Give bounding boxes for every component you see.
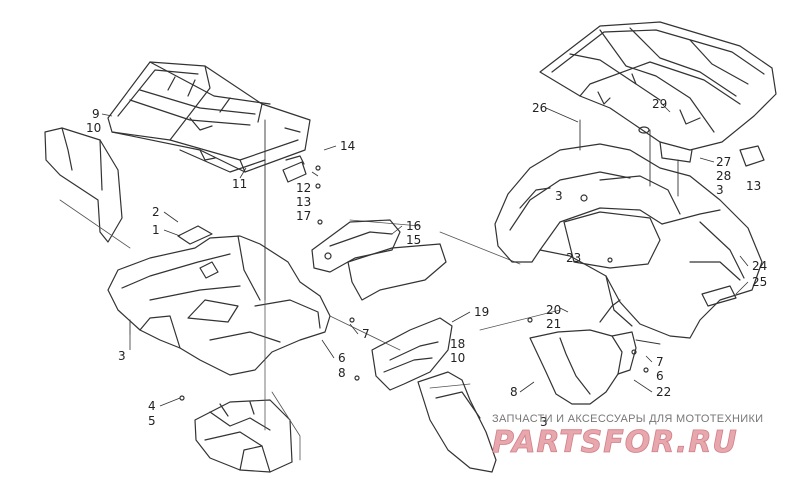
callout-28: 28 bbox=[716, 169, 731, 183]
callout-5: 5 bbox=[148, 414, 156, 428]
left-footwell bbox=[349, 317, 497, 473]
rear-rack bbox=[539, 21, 777, 163]
callout-3: 3 bbox=[118, 349, 126, 363]
callout-6: 6 bbox=[338, 351, 346, 365]
watermark-tagline: ЗАПЧАСТИ И АКСЕССУАРЫ ДЛЯ МОТОТЕХНИКИ bbox=[492, 413, 763, 425]
callout-7b: 7 bbox=[656, 355, 664, 369]
callout-14: 14 bbox=[340, 139, 355, 153]
callout-13b: 13 bbox=[746, 179, 761, 193]
callout-18: 18 bbox=[450, 337, 465, 351]
side-panel bbox=[311, 219, 447, 301]
callout-1: 1 bbox=[152, 223, 160, 237]
front-flap bbox=[44, 127, 123, 243]
callout-8b: 8 bbox=[510, 385, 518, 399]
front-bumper bbox=[179, 395, 293, 473]
callout-7: 7 bbox=[362, 327, 370, 341]
callout-29: 29 bbox=[652, 97, 667, 111]
watermark-brand: PARTSFOR.RU bbox=[492, 425, 738, 460]
callout-24: 24 bbox=[752, 259, 767, 273]
callout-26: 26 bbox=[532, 101, 547, 115]
callout-27: 27 bbox=[716, 155, 731, 169]
callout-4: 4 bbox=[148, 399, 156, 413]
washer bbox=[638, 126, 650, 134]
callout-10b: 10 bbox=[450, 351, 465, 365]
front-rack bbox=[107, 61, 311, 173]
callout-3d: 3 bbox=[540, 415, 548, 429]
rear-bracket bbox=[739, 145, 765, 167]
callout-16: 16 bbox=[406, 219, 421, 233]
callout-19: 19 bbox=[474, 305, 489, 319]
front-cap bbox=[177, 225, 213, 245]
callout-9: 9 bbox=[92, 107, 100, 121]
guide-lines bbox=[59, 199, 561, 461]
rear-fender bbox=[494, 143, 763, 339]
callout-3b: 3 bbox=[555, 189, 563, 203]
callout-10: 10 bbox=[86, 121, 101, 135]
watermark: ЗАПЧАСТИ И АКСЕССУАРЫ ДЛЯ МОТОТЕХНИКИ PA… bbox=[492, 413, 763, 460]
callout-22: 22 bbox=[656, 385, 671, 399]
right-footwell bbox=[527, 299, 661, 405]
callout-8: 8 bbox=[338, 366, 346, 380]
callout-23: 23 bbox=[566, 251, 581, 265]
callout-25: 25 bbox=[752, 275, 767, 289]
callout-15: 15 bbox=[406, 233, 421, 247]
rear-reflector bbox=[701, 285, 737, 307]
front-bracket bbox=[282, 155, 323, 225]
callout-11: 11 bbox=[232, 177, 247, 191]
callout-2: 2 bbox=[152, 205, 160, 219]
callout-12: 12 bbox=[296, 181, 311, 195]
callout-6b: 6 bbox=[656, 369, 664, 383]
front-fender bbox=[107, 235, 331, 376]
callout-17: 17 bbox=[296, 209, 311, 223]
callout-3c: 3 bbox=[716, 183, 724, 197]
callout-21: 21 bbox=[546, 317, 561, 331]
callout-20: 20 bbox=[546, 303, 561, 317]
callout-13: 13 bbox=[296, 195, 311, 209]
